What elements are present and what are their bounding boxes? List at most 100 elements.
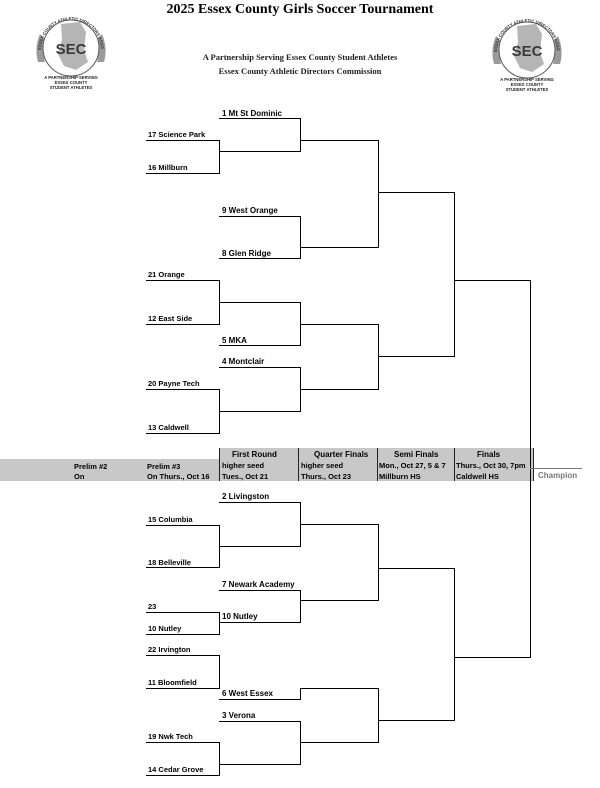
bracket-line [300, 742, 379, 743]
bracket-line [219, 367, 301, 368]
semi-finals-date: Mon., Oct 27, 5 & 7 [379, 461, 446, 470]
sec-seal-icon: ESSEX COUNTY ATHLETIC DIRECTORS ASSOCIAT… [28, 10, 106, 90]
team-slot: 19 Nwk Tech [148, 732, 193, 741]
prelim3-label: Prelim #3 [147, 462, 181, 471]
bracket-line [219, 546, 301, 547]
sec-logo-right: ESSEX COUNTY ATHLETIC DIRECTORS ASSOCIAT… [484, 12, 570, 98]
team-slot: 10 Nutley [148, 624, 182, 633]
team-slot: 17 Science Park [148, 130, 206, 139]
team-slot: 12 East Side [148, 314, 193, 323]
bracket-line [219, 612, 220, 635]
sec-seal-icon: ESSEX COUNTY ATHLETIC DIRECTORS ASSOCIAT… [484, 12, 562, 92]
first-round-seed: higher seed [222, 461, 265, 470]
bracket-line [219, 721, 301, 722]
team-slot: 5 MKA [222, 336, 247, 345]
sec-logo-left: ESSEX COUNTY ATHLETIC DIRECTORS ASSOCIAT… [28, 10, 114, 96]
bracket-line [146, 389, 220, 390]
header-cell-first-round [219, 448, 298, 481]
bracket-line [146, 742, 220, 743]
svg-text:A PARTNERSHIP SERVING: A PARTNERSHIP SERVING [500, 77, 554, 82]
bracket-line [219, 411, 301, 412]
bracket-line [378, 140, 379, 248]
bracket-line [378, 356, 455, 357]
bracket-line [146, 324, 220, 325]
bracket-line [378, 324, 379, 390]
bracket-line [378, 720, 455, 721]
team-slot: 14 Cedar Grove [148, 765, 204, 774]
bracket-line [146, 634, 220, 635]
subtitle-commission: Essex County Athletic Directors Commissi… [218, 66, 382, 76]
bracket-line [219, 655, 220, 689]
svg-text:ESSEX COUNTY: ESSEX COUNTY [55, 80, 88, 85]
team-slot: 3 Verona [222, 711, 256, 720]
bracket-line [454, 192, 455, 357]
bracket-line [378, 192, 455, 193]
prelim3-date: On Thurs., Oct 16 [147, 472, 210, 481]
bracket-line [219, 118, 301, 119]
first-round-title: First Round [232, 450, 277, 459]
champion-line [530, 468, 582, 469]
team-slot: 11 Bloomfield [148, 678, 197, 687]
bracket-line [219, 302, 301, 303]
page-title: 2025 Essex County Girls Soccer Tournamen… [166, 2, 434, 17]
bracket-line [219, 742, 220, 776]
team-slot: 18 Belleville [148, 558, 191, 567]
team-slot: 22 Irvington [148, 645, 191, 654]
bracket-line [378, 524, 379, 601]
bracket-line [300, 140, 379, 141]
team-slot: 2 Livingston [222, 492, 270, 501]
team-slot: 8 Glen Ridge [222, 249, 271, 258]
bracket-line [219, 140, 220, 174]
bracket-line [300, 118, 301, 152]
header-cell-quarter-finals [298, 448, 377, 481]
bracket-line [146, 688, 220, 689]
bracket-line [300, 721, 301, 765]
bracket-line [146, 280, 220, 281]
semi-finals-title: Semi Finals [394, 450, 439, 459]
svg-text:STUDENT ATHLETES: STUDENT ATHLETES [50, 85, 93, 90]
prelim2-label: Prelim #2 [74, 462, 108, 471]
bracket-line [219, 345, 301, 346]
bracket-line [219, 699, 301, 700]
finals-date: Thurs., Oct 30, 7pm [456, 461, 526, 470]
svg-text:SEC: SEC [512, 43, 543, 60]
bracket-line [219, 622, 301, 623]
svg-text:ESSEX COUNTY: ESSEX COUNTY [511, 82, 544, 87]
quarter-finals-date: Thurs., Oct 23 [301, 472, 352, 481]
bracket-line [146, 140, 220, 141]
team-slot: 23 [148, 602, 157, 611]
prelim2-date: On [74, 472, 85, 481]
bracket-line [300, 524, 379, 525]
svg-text:STUDENT ATHLETES: STUDENT ATHLETES [506, 87, 549, 92]
bracket-line [300, 590, 301, 623]
bracket-line [219, 151, 301, 152]
bracket-line [300, 324, 379, 325]
bracket-line [146, 173, 220, 174]
bracket-line [300, 389, 379, 390]
quarter-finals-title: Quarter Finals [314, 450, 369, 459]
bracket-line [530, 280, 531, 658]
bracket-line [219, 216, 301, 217]
subtitle-partnership: A Partnership Serving Essex County Stude… [202, 52, 398, 62]
champion-label: Champion [538, 471, 578, 480]
bracket-line [378, 688, 379, 743]
team-slot: 16 Millburn [148, 163, 188, 172]
quarter-finals-seed: higher seed [301, 461, 344, 470]
team-slot: 9 West Orange [222, 206, 278, 215]
header-cell-semi-finals [377, 448, 454, 481]
bracket-line [146, 433, 220, 434]
bracket-line [219, 764, 301, 765]
header-cell-finals [454, 448, 534, 481]
bracket-line [146, 567, 220, 568]
team-slot: 4 Montclair [222, 357, 265, 366]
bracket-line [300, 688, 379, 689]
finals-site: Caldwell HS [456, 472, 499, 481]
svg-text:A PARTNERSHIP SERVING: A PARTNERSHIP SERVING [44, 75, 98, 80]
team-slot: 20 Payne Tech [148, 379, 200, 388]
team-slot: 6 West Essex [222, 689, 273, 698]
bracket-line [219, 258, 301, 259]
bracket-line [219, 502, 301, 503]
bracket-line [146, 525, 220, 526]
bracket-line [146, 655, 220, 656]
